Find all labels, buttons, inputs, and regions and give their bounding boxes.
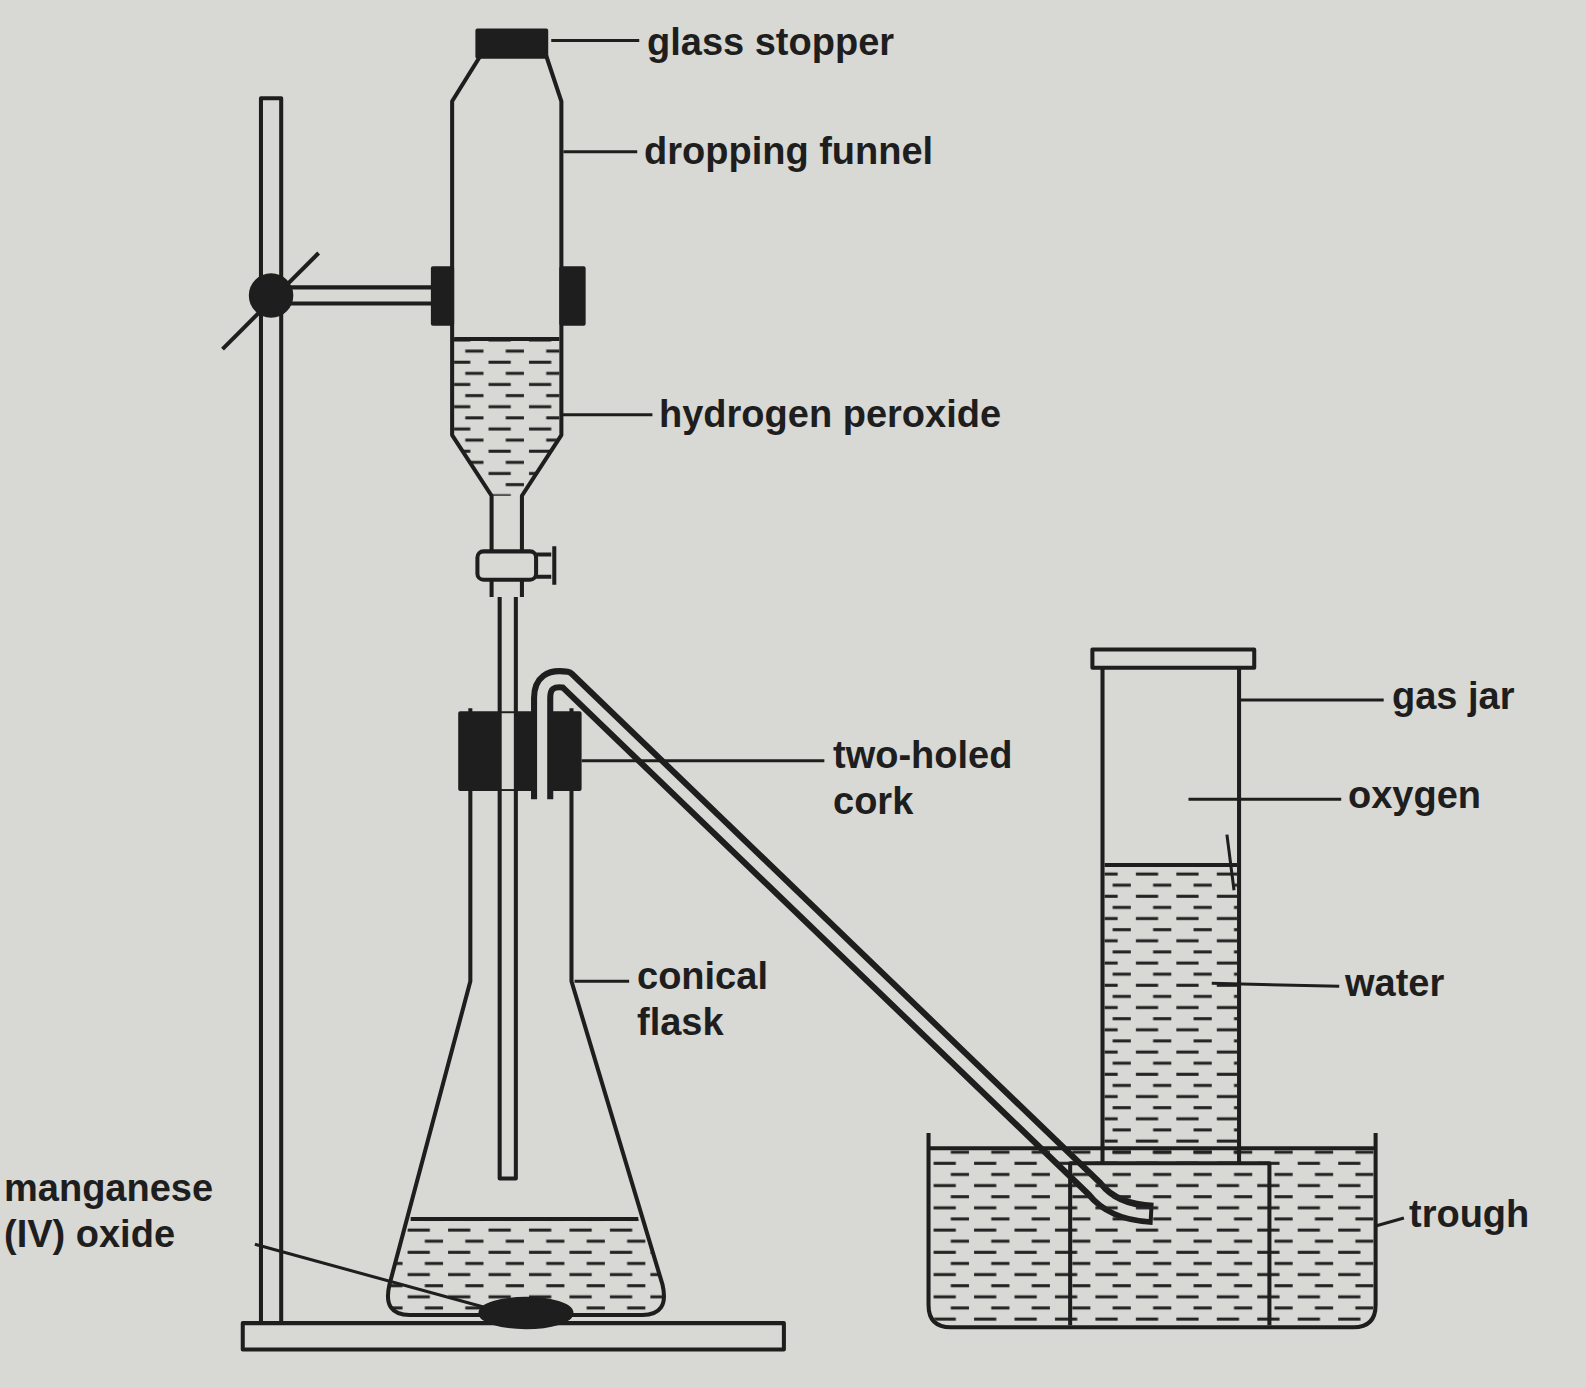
part-label: hydrogen peroxide (659, 392, 1001, 438)
jar-water-surface (1105, 863, 1238, 867)
clamp-arm (288, 287, 435, 303)
tap (477, 551, 536, 579)
liquid-surface (454, 337, 559, 341)
bubble-mark (1227, 835, 1234, 891)
manganese-dioxide (480, 1299, 571, 1327)
part-label: dropping funnel (644, 129, 933, 175)
jar-water (1105, 865, 1238, 1163)
two-holed-cork (460, 713, 579, 789)
tap-handle (536, 546, 554, 584)
leader-line (1212, 983, 1339, 986)
leader-line (563, 150, 637, 153)
leader-line (551, 39, 639, 42)
leader-line (561, 413, 652, 416)
cork-hole (502, 713, 514, 789)
leader-line (1239, 699, 1384, 702)
leader-lines (255, 41, 1404, 1307)
clamp-jaw (433, 268, 452, 324)
part-label: trough (1409, 1192, 1529, 1238)
delivery-tube-bore (542, 679, 1149, 1214)
flask-liquid-surface (411, 1217, 639, 1221)
apparatus (223, 30, 1376, 1349)
glass-stopper (477, 30, 546, 56)
part-label: water (1345, 961, 1444, 1007)
leader-line (575, 980, 630, 983)
jar-lid (1092, 649, 1254, 667)
conical-flask (388, 708, 664, 1315)
leader-line (255, 1244, 484, 1307)
hydrogen-peroxide-liquid (454, 339, 559, 496)
leader-line (1188, 798, 1341, 801)
part-label: gas jar (1392, 674, 1515, 720)
boss-head (251, 275, 291, 315)
leader-line (582, 759, 825, 762)
part-label: conical flask (637, 954, 829, 1045)
dropping-funnel (452, 56, 561, 597)
leader-line (1376, 1218, 1404, 1226)
clamp-screw (223, 253, 319, 349)
beehive-shelf (1070, 1163, 1269, 1325)
part-label: two-holed cork (833, 733, 1050, 824)
funnel-stem (500, 597, 516, 1179)
part-label: oxygen (1348, 773, 1481, 819)
gas-jar (1103, 668, 1240, 1164)
part-label: manganese (IV) oxide (4, 1166, 247, 1257)
clamp-jaw (561, 268, 583, 324)
part-label: glass stopper (647, 20, 894, 66)
trough-water (931, 1148, 1374, 1325)
delivery-tube (542, 679, 1153, 1214)
